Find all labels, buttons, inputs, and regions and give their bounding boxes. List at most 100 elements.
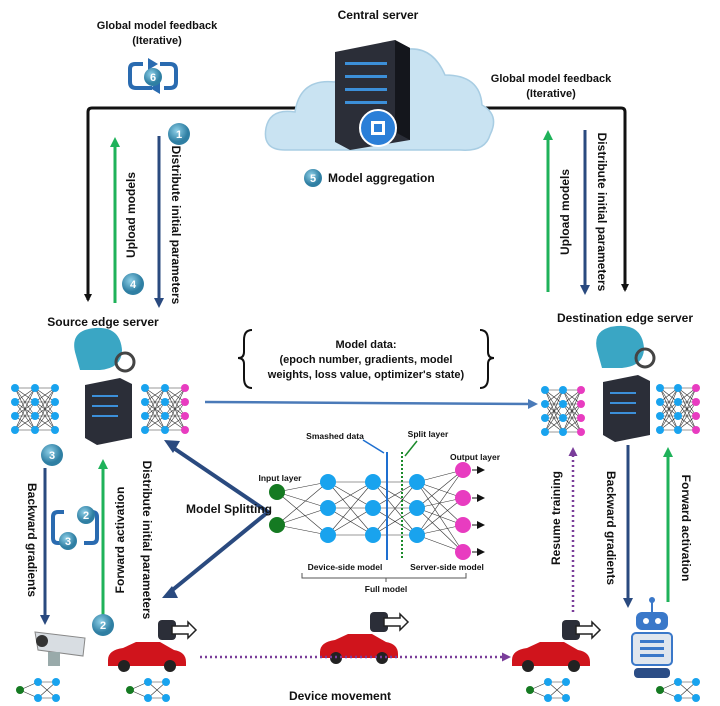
neuron-node <box>692 384 700 392</box>
network-edge <box>276 481 329 493</box>
neuron-node <box>365 474 381 490</box>
bottom-networks <box>16 678 700 702</box>
car-body <box>320 634 398 658</box>
neuron-node <box>455 490 471 506</box>
network-edge <box>14 415 36 431</box>
car-wheel <box>118 660 130 672</box>
neuron-node <box>181 384 189 392</box>
neuron-node <box>141 412 149 420</box>
network-edge <box>276 491 329 536</box>
network-edge <box>659 387 679 417</box>
network-edge <box>164 401 186 431</box>
destination-edge-server-label: Destination edge server <box>557 311 693 325</box>
smashed-data-label: Smashed data <box>306 431 364 441</box>
step-6-badge: 6 <box>144 68 162 86</box>
neuron-node <box>455 544 471 560</box>
network-edge <box>659 401 679 431</box>
network-edge <box>677 387 697 431</box>
neuron-node <box>692 426 700 434</box>
iterative-cycle-icon <box>128 58 178 94</box>
neuron-node <box>674 426 682 434</box>
neuron-node <box>692 412 700 420</box>
neuron-node <box>562 678 570 686</box>
feedback-left-line2: (Iterative) <box>132 35 182 47</box>
neuron-node <box>31 398 39 406</box>
backward-gradients-label-left: Backward gradients <box>25 483 39 597</box>
cycle-badge-3: 3 <box>59 532 77 550</box>
neuron-node <box>269 517 285 533</box>
neuron-node <box>541 386 549 394</box>
neuron-node <box>141 426 149 434</box>
model-aggregation-label: Model aggregation <box>328 171 435 185</box>
car-network-destination <box>526 678 570 702</box>
device-side-model-label: Device-side model <box>308 562 383 572</box>
neuron-node <box>52 694 60 702</box>
feedback-right-line2: (Iterative) <box>526 88 576 100</box>
network-edge <box>37 681 57 699</box>
network-edge <box>416 481 464 499</box>
step-4-badge: 4 <box>122 273 144 295</box>
neuron-node <box>692 694 700 702</box>
robot-network <box>656 678 700 702</box>
model-data-title: Model data: <box>335 339 396 351</box>
network-edge <box>416 481 464 553</box>
car-network-source <box>126 678 170 702</box>
model-splitting-label: Model Splitting <box>186 502 272 516</box>
neuron-node <box>656 384 664 392</box>
smashed-data-pointer <box>362 439 385 454</box>
input-layer-label: Input layer <box>259 473 303 483</box>
neuron-node <box>144 678 152 686</box>
car-middle-icon <box>320 612 410 664</box>
neuron-node <box>656 686 664 694</box>
network-edge <box>164 387 186 417</box>
network-edge <box>562 389 582 433</box>
network-edge <box>327 507 374 536</box>
source-edge-server-label: Source edge server <box>47 315 159 329</box>
network-edge <box>14 387 36 403</box>
neuron-node <box>51 384 59 392</box>
svg-text:3: 3 <box>49 450 55 462</box>
svg-text:4: 4 <box>130 279 137 291</box>
network-edge <box>276 524 329 536</box>
neuron-node <box>141 384 149 392</box>
neuron-node <box>455 517 471 533</box>
neuron-node <box>692 398 700 406</box>
neuron-node <box>544 678 552 686</box>
network-edge <box>416 481 464 526</box>
upload-models-label-left: Upload models <box>124 172 138 258</box>
network-edge <box>147 681 167 699</box>
neuron-node <box>526 686 534 694</box>
neuron-node <box>161 384 169 392</box>
network-edge <box>144 415 166 431</box>
neuron-node <box>269 484 285 500</box>
model-splitting-arrowhead-down <box>162 586 178 598</box>
camera-network <box>16 678 60 702</box>
model-data-brace-right <box>479 329 495 389</box>
split-layer-label: Split layer <box>408 429 449 439</box>
neuron-node <box>162 678 170 686</box>
source-device-side-network <box>11 384 59 434</box>
security-camera-icon <box>34 631 86 666</box>
device-movement-label: Device movement <box>289 689 391 703</box>
destination-edge-server-icon <box>596 325 656 442</box>
neuron-node <box>562 694 570 702</box>
model-data-brace-left <box>237 329 253 389</box>
neuron-node <box>577 414 585 422</box>
robot-icon <box>631 597 673 678</box>
upload-models-label-right: Upload models <box>558 169 572 255</box>
backward-gradients-label-right: Backward gradients <box>604 471 618 585</box>
network-edge <box>372 481 418 509</box>
full-model-brace <box>301 573 467 582</box>
network-edge <box>34 415 56 431</box>
car-wheel <box>164 660 176 672</box>
neuron-node <box>181 412 189 420</box>
full-model-network <box>269 462 485 560</box>
network-edge <box>547 681 567 699</box>
step-2-badge: 2 <box>92 614 114 636</box>
network-edge <box>34 387 56 417</box>
network-edge <box>659 387 679 431</box>
neuron-node <box>674 398 682 406</box>
model-data-line2: (epoch number, gradients, model <box>280 354 453 366</box>
cycle-badge-2: 2 <box>77 506 95 524</box>
